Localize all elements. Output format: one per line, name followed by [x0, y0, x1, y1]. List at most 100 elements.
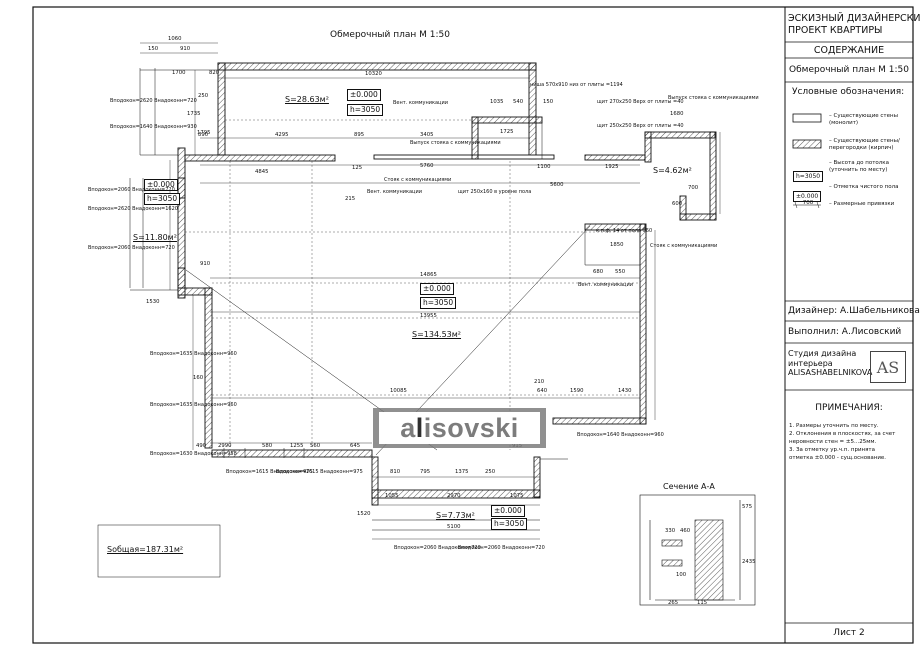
dimension-label: 1700 — [172, 70, 186, 76]
dimension-label: 890 — [198, 132, 209, 138]
dimension-label: 810 — [390, 469, 401, 475]
watermark-prefix: a — [400, 412, 416, 443]
studio-line-1: Студия дизайна — [788, 349, 857, 358]
designer-line: Дизайнер: А.Шабельникова — [788, 306, 920, 316]
dimension-label: 4845 — [255, 169, 269, 175]
dimension-label: 1795 — [197, 130, 211, 136]
dimension-label: 1060 — [168, 36, 182, 42]
legend-caption: – Размерные привязки — [829, 201, 895, 207]
plan-dashed-guides — [185, 119, 640, 450]
total-area: Sобщая=187.31м² — [107, 545, 184, 554]
annotation: Вент. коммуникации — [367, 189, 422, 195]
dimension-label: 910 — [200, 261, 211, 267]
legend-header: Условные обозначения: — [792, 87, 905, 97]
dimension-label: 1255 — [290, 443, 304, 449]
dimension-label: 13955 — [420, 313, 437, 319]
dimension-label: 490 — [196, 443, 207, 449]
dimension-label: 1735 — [187, 111, 201, 117]
dimension-label: 125 — [352, 165, 363, 171]
annotation: щит 250x250 Верх от плиты =40 — [597, 123, 684, 129]
dimension-label: 2435 — [742, 559, 756, 565]
dimension-label: 910 — [180, 46, 191, 52]
section-drawing — [639, 494, 756, 606]
level-tag: ±0.000 — [793, 191, 822, 202]
dimension-label: 460 — [680, 528, 691, 534]
annotation: Вент. коммуникации — [578, 282, 633, 288]
note-line: отметка ±0.000 - сущ.основание. — [789, 455, 887, 461]
legend-row-level: ±0.000 – Отметка чистого пола — [793, 183, 909, 202]
window-mark: Вподокон=1615 Внадоконн=975 — [276, 469, 363, 475]
window-mark: Вподокон=1640 Внадоконн=930 — [110, 124, 197, 130]
annotation: к.п.ф. 14 от пола 960 — [596, 228, 653, 234]
dimension-label: 1590 — [570, 388, 584, 394]
dimension-label: 645 — [350, 443, 361, 449]
annotation: Выпуск стояка с коммуникациями — [668, 95, 759, 101]
studio-line-2: интерьера — [788, 358, 833, 368]
dimension-label: 215 — [345, 196, 356, 202]
window-mark: Вподокон=1640 Внадоконн=960 — [577, 432, 664, 438]
legend-row-brick: – Существующие стены/ перегородки (кирпи… — [793, 138, 909, 152]
note-line: 1. Размеры уточнить по месту. — [789, 423, 879, 429]
dimension-label: 550 — [615, 269, 626, 275]
dimension-label: 250 — [485, 469, 496, 475]
notes-list: 1. Размеры уточнить по месту. 2. Отклоне… — [789, 423, 909, 463]
note-line: 2. Отклонения в плоскостях, за счет — [789, 431, 896, 437]
room-area-label: S=11.80м² — [133, 233, 177, 242]
room-area-label: S=7.73м² — [436, 511, 475, 520]
room-area-label: S=134.53м² — [412, 330, 462, 339]
dimension-label: 3405 — [420, 132, 434, 138]
annotation: Вент. коммуникации — [393, 100, 448, 106]
dimension-label: 1430 — [618, 388, 632, 394]
room-level-tag: ±0.000 — [420, 283, 454, 295]
height-tag: h=3050 — [793, 170, 824, 182]
annotation: Стояк с коммуникациями — [384, 177, 452, 183]
annotation: щит 250x160 в уровне пола — [458, 189, 532, 195]
legend-row-monolith: – Существующие стены (монолит) — [793, 113, 909, 127]
note-line: неровности стен = ±5...25мм. — [789, 439, 877, 445]
window-mark: Вподокон=2060 Внадоконн=720 — [458, 545, 545, 551]
room-height-tag: h=3050 — [144, 193, 181, 205]
dimension-label: 115 — [697, 600, 708, 606]
room-level-tag: ±0.000 — [347, 89, 381, 101]
contents-header: СОДЕРЖАНИЕ — [813, 45, 885, 56]
plan-title: Обмерочный план М 1:50 — [330, 30, 450, 40]
sheet-number: Лист 2 — [833, 628, 865, 638]
room-area-label: S=28.63м² — [285, 95, 329, 104]
dimension-label: 1100 — [537, 164, 551, 170]
dimension-label: 575 — [742, 504, 753, 510]
window-mark: Вподокон=2060 Внадоконн=720 — [88, 187, 175, 193]
plan-walls — [177, 62, 717, 506]
dimension-label: 100 — [676, 572, 687, 578]
sheet-frame — [32, 6, 914, 644]
dimension-label: 540 — [513, 99, 524, 105]
dimension-label: 680 — [593, 269, 604, 275]
dimension-label: 1925 — [605, 164, 619, 170]
dimension-tag: 700 — [802, 200, 814, 206]
dimension-label: 5760 — [420, 163, 434, 169]
note-line: 3. За отметку ур.ч.п. принята — [789, 447, 875, 453]
dimension-label: 5600 — [550, 182, 564, 188]
total-area-frame — [97, 524, 221, 578]
watermark-rest: isovski — [423, 412, 519, 443]
watermark: alisovski — [373, 408, 546, 448]
window-mark: Вподокон=2060 Внадоконн=720 — [88, 245, 175, 251]
notes-header: ПРИМЕЧАНИЯ: — [815, 403, 883, 413]
dimension-label: 1530 — [146, 299, 160, 305]
dimension-label: 1375 — [455, 469, 469, 475]
dimension-label: 1850 — [610, 242, 624, 248]
project-title-line-1: ЭСКИЗНЫЙ ДИЗАЙНЕРСКИЙ — [788, 13, 920, 24]
dimension-label: 210 — [534, 379, 545, 385]
studio-line-3: ALISASHABELNIKOVA — [788, 368, 873, 377]
dimension-label: 4295 — [275, 132, 289, 138]
dimension-label: 580 — [262, 443, 273, 449]
legend-caption: – Высота до потолка (уточнить по месту) — [829, 160, 889, 173]
dimension-label: 1055 — [385, 493, 399, 499]
room-level-tag: ±0.000 — [491, 505, 525, 517]
room-height-tag: h=3050 — [420, 297, 457, 309]
window-mark: Вподокон=2620 Внадоконн=1620 — [88, 206, 178, 212]
project-title-line-2: ПРОЕКТ КВАРТИРЫ — [788, 25, 883, 36]
dimension-label: 265 — [668, 600, 679, 606]
dimension-label: 1725 — [500, 129, 514, 135]
dimension-label: 14865 — [420, 272, 437, 278]
window-mark: Вподокон=2060 Внадоконн=720 — [394, 545, 481, 551]
